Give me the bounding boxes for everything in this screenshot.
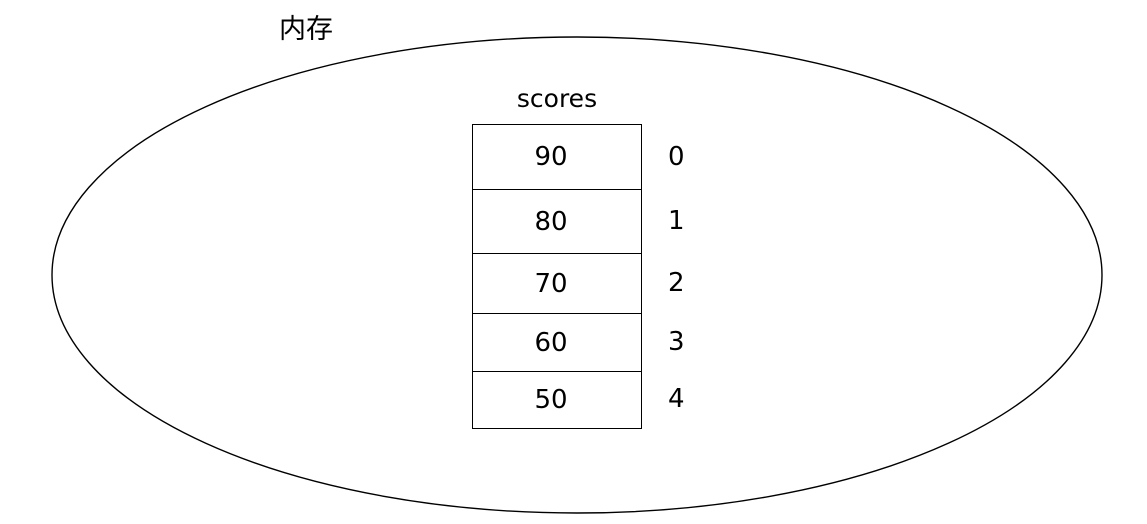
array-index-value: 0 [668, 141, 685, 172]
array-name-label: scores [516, 84, 598, 113]
array-index-value: 2 [668, 268, 685, 298]
memory-label: 内存 [279, 14, 333, 45]
array-index-cell: 3 [660, 313, 700, 371]
array-index-column: 0 1 2 3 4 [660, 124, 700, 427]
array-cell: 90 [473, 125, 641, 190]
array-index-cell: 0 [660, 124, 700, 189]
array-index-value: 3 [668, 327, 685, 357]
array-cell-value: 80 [534, 206, 568, 237]
array-cell-value: 60 [534, 327, 568, 358]
array-index-cell: 2 [660, 253, 700, 313]
array-index-cell: 4 [660, 371, 700, 427]
array-table: 90 80 70 60 50 [472, 124, 642, 429]
array-cell-value: 90 [534, 142, 568, 172]
array-cell: 70 [473, 254, 641, 314]
array-cell: 60 [473, 314, 641, 372]
array-cell-value: 70 [534, 268, 568, 299]
array-cell-value: 50 [534, 385, 568, 415]
array-index-value: 1 [668, 206, 685, 236]
array-index-cell: 1 [660, 189, 700, 253]
array-cell: 80 [473, 190, 641, 254]
array-cell: 50 [473, 372, 641, 428]
array-index-value: 4 [668, 384, 685, 414]
